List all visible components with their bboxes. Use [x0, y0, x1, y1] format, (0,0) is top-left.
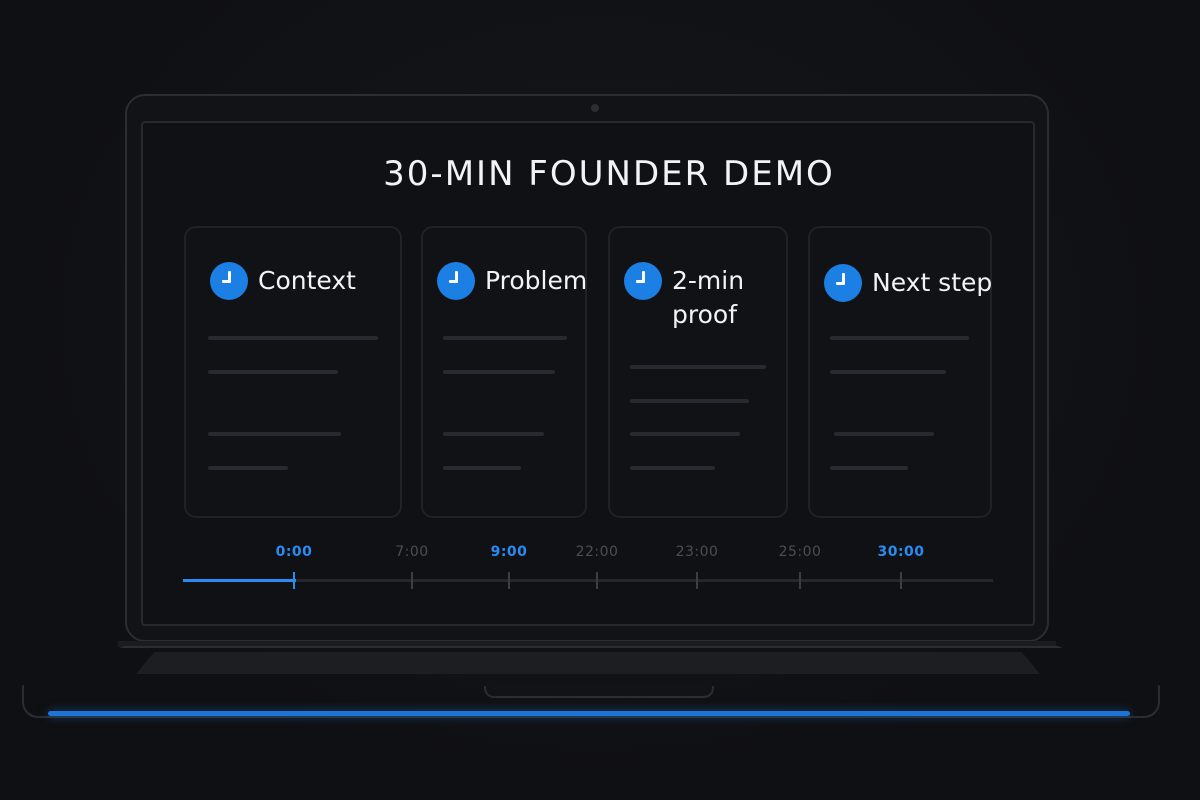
timeline-tick[interactable]	[293, 572, 295, 589]
laptop-keyboard-deck	[136, 652, 1040, 674]
placeholder-line	[208, 370, 338, 374]
placeholder-line	[208, 466, 288, 470]
clock-icon	[210, 262, 248, 300]
placeholder-line	[830, 336, 969, 340]
placeholder-line	[208, 336, 378, 340]
clock-icon	[824, 264, 862, 302]
placeholder-line	[630, 432, 740, 436]
placeholder-line	[630, 365, 766, 369]
placeholder-line	[443, 336, 567, 340]
laptop-notch	[484, 686, 714, 698]
agenda-card-label: Context	[258, 266, 356, 295]
timeline-progress	[183, 579, 296, 582]
agenda-card-header: Next step	[824, 264, 992, 302]
agenda-card-header: Problem	[437, 262, 587, 300]
laptop-hinge	[118, 641, 1056, 647]
page-title: 30-MIN FOUNDER DEMO	[383, 154, 835, 194]
timeline-tick[interactable]	[411, 572, 413, 589]
timeline-track[interactable]	[183, 579, 993, 582]
clock-icon	[437, 262, 475, 300]
placeholder-line	[630, 466, 715, 470]
timeline-tick[interactable]	[596, 572, 598, 589]
placeholder-line	[443, 370, 555, 374]
timeline-tick-label: 25:00	[778, 544, 822, 560]
placeholder-line	[630, 399, 749, 403]
agenda-card-header: Context	[210, 262, 356, 300]
timeline-tick-label: 0:00	[275, 544, 313, 560]
agenda-card-label: Problem	[485, 266, 588, 295]
agenda-card-label: 2-min proof	[672, 266, 745, 329]
agenda-card-header: 2-min proof	[624, 262, 774, 332]
timeline-tick-label: 30:00	[877, 544, 925, 560]
agenda-card-label: Next step	[872, 268, 993, 297]
placeholder-line	[834, 432, 934, 436]
timeline-tick-label: 22:00	[575, 544, 619, 560]
timeline-tick[interactable]	[799, 572, 801, 589]
timeline-tick-label: 7:00	[395, 544, 429, 560]
placeholder-line	[830, 466, 908, 470]
timeline-tick[interactable]	[508, 572, 510, 589]
placeholder-line	[443, 432, 544, 436]
timeline-tick-label: 23:00	[675, 544, 719, 560]
placeholder-line	[443, 466, 521, 470]
timeline-tick[interactable]	[696, 572, 698, 589]
webcam	[591, 104, 599, 112]
clock-icon	[624, 262, 662, 300]
accent-glow-bar	[48, 711, 1130, 716]
timeline-tick-label: 9:00	[490, 544, 528, 560]
placeholder-line	[208, 432, 341, 436]
timeline-tick[interactable]	[900, 572, 902, 589]
placeholder-line	[830, 370, 946, 374]
